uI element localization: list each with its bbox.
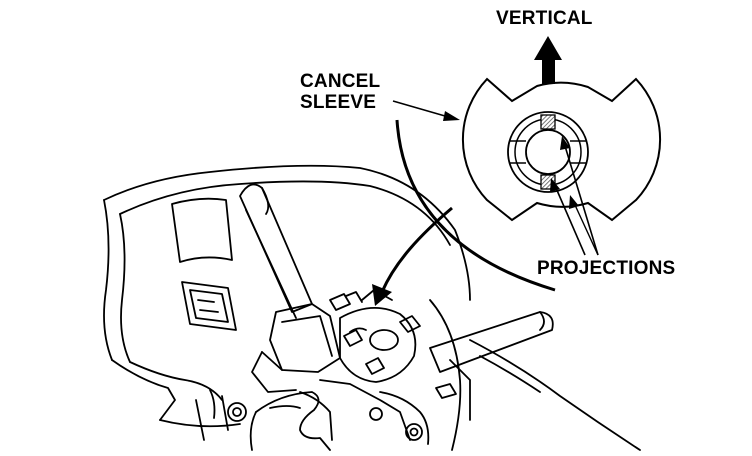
vertical-arrow [534,36,562,84]
hub-peg-3 [365,357,385,375]
label-cancel-sleeve-line1: CANCEL [300,71,381,92]
column-hub [339,306,417,383]
cover-left-edge [103,199,113,361]
turn-signal-lever [239,183,313,313]
column-cover-outline [103,164,471,301]
housing-opening [171,197,233,263]
label-vertical: VERTICAL [496,8,593,29]
cover-left-inner [119,213,131,363]
hand-outline [255,391,331,451]
mount-bolt-left [227,402,247,422]
hub-cap [369,329,399,351]
cover-bottom-edge [159,419,241,428]
lower-column [319,379,411,441]
steering-column-assembly [103,164,641,451]
projection-top [540,114,556,130]
hub-peg-1 [329,293,351,311]
switch-body [269,303,341,373]
label-cancel-sleeve: CANCEL SLEEVE [300,71,380,113]
cutaway-arc [395,119,556,292]
hub-peg-4 [399,315,421,333]
sleeve-bore [525,129,571,175]
housing-right-edge [429,299,462,451]
label-cancel-sleeve-line2: SLEEVE [300,92,377,113]
projections-leaders [550,136,599,256]
housing-recess-inner [189,289,229,323]
detail-pointer-arrow [380,206,453,293]
label-projections: PROJECTIONS [537,258,676,279]
hub-peg-2 [343,329,363,347]
cover-lower-lip-2 [129,361,223,401]
mount-bolt-mid [369,407,383,421]
sleeve-outer-ring [507,111,589,193]
mount-bolt-right [405,423,423,441]
cover-lower-lip [111,359,176,421]
column-cover-inner [119,180,451,246]
housing-recess [181,281,237,331]
cancel-sleeve-leader [392,100,446,117]
cancel-sleeve-leader-head [443,111,460,121]
